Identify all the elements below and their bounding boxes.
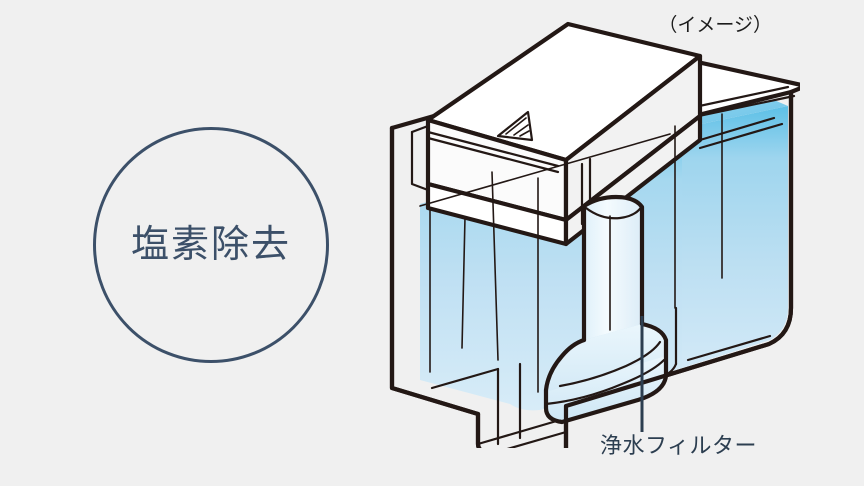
feature-badge-chlorine-removal: 塩素除去 xyxy=(93,127,329,363)
lid-triangle-mark xyxy=(496,110,534,142)
callout-label-water-filter: 浄水フィルター xyxy=(600,433,758,458)
feature-badge-label: 塩素除去 xyxy=(130,224,291,266)
tank-front-glass-lines xyxy=(419,113,723,393)
water-pitcher-illustration xyxy=(389,21,800,448)
pitcher-lid-assembly xyxy=(410,21,800,247)
image-disclaimer-caption: （イメージ） xyxy=(658,15,772,36)
